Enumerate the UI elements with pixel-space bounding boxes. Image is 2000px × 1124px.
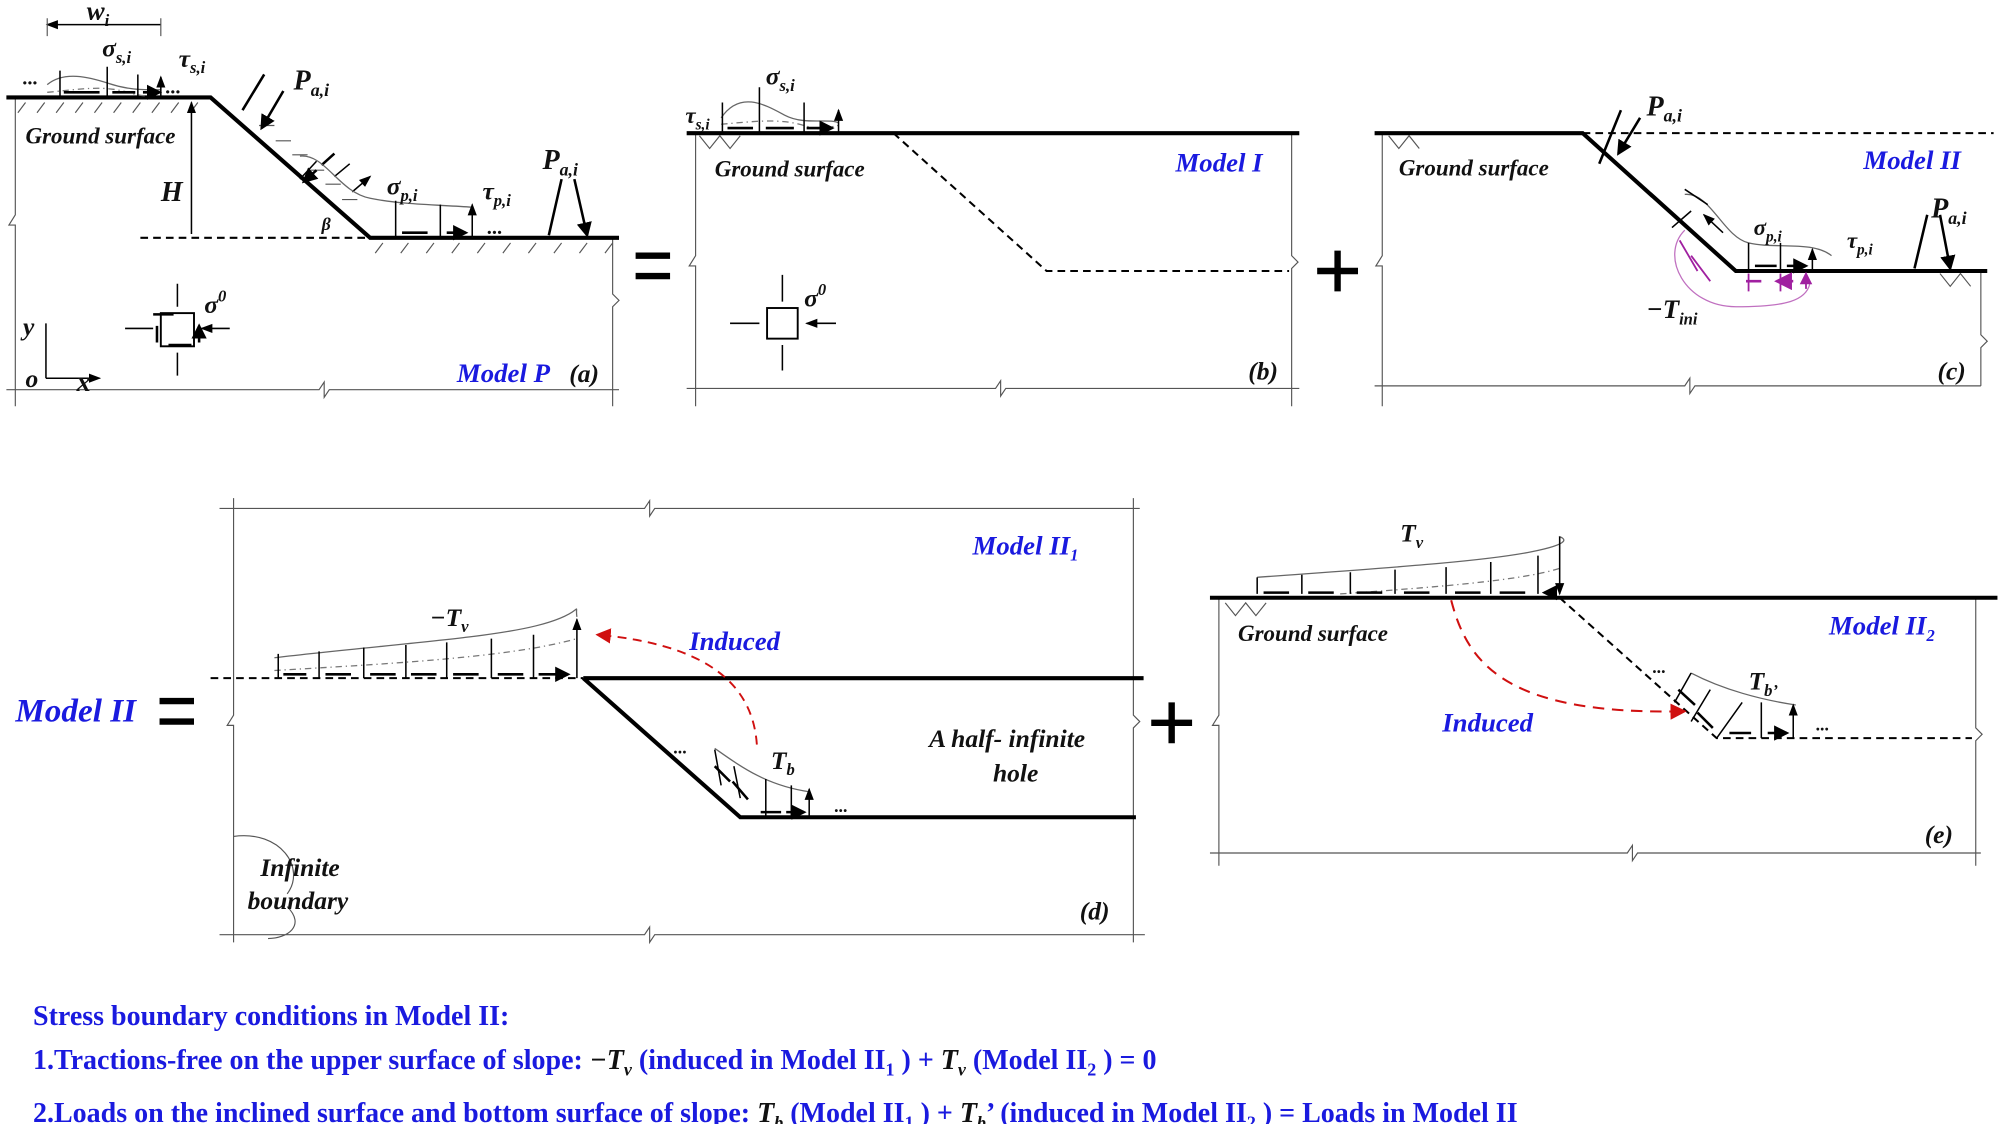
half-infinite-hole-label: hole — [993, 759, 1038, 788]
text: ) + — [894, 1045, 941, 1076]
model-ii-title: Model II — [1862, 145, 1962, 175]
ground-surface-label: Ground surface — [1399, 155, 1549, 180]
panel-c-model-ii: Pa,i Ground surface Model II σp,i τp,i P… — [1374, 91, 1994, 407]
subscript: b — [774, 1112, 784, 1124]
label-tau-p: τp,i — [1847, 228, 1874, 258]
subscript: 2 — [1246, 1112, 1256, 1124]
panel-e-model-ii2: Tv Ground surface Model II2 Tb’ Induced … — [1209, 519, 1998, 866]
label-p-a: Pa,i — [541, 145, 578, 179]
equals-sign — [159, 697, 195, 725]
label-tv: Tv — [1400, 519, 1424, 552]
infinite-boundary-label: boundary — [248, 886, 349, 915]
panel-a-model-p: wi σs,i τs,i ... ... Pa,i Pa,i Ground su… — [6, 0, 620, 407]
induced-label: Induced — [1441, 708, 1533, 738]
text: 2.Loads on the inclined surface and bott… — [33, 1097, 758, 1124]
label-sigma-s: σs,i — [102, 34, 131, 67]
infinite-boundary-label: Infinite — [259, 853, 339, 882]
notes-line-2: 2.Loads on the inclined surface and bott… — [33, 1092, 1518, 1124]
plus-sign — [1151, 702, 1193, 744]
panel-tag-d: (d) — [1080, 896, 1110, 925]
subscript: v — [623, 1059, 632, 1080]
label-tau-s: τs,i — [685, 103, 710, 133]
label-sigma-p: σp,i — [387, 171, 418, 204]
model-ii2-title: Model II2 — [1828, 611, 1935, 645]
label-beta: β — [321, 214, 332, 234]
label-p-a: Pa,i — [1930, 193, 1967, 227]
label-sigma0: σ0 — [204, 287, 226, 319]
panel-tag-e: (e) — [1925, 820, 1953, 849]
panel-tag-c: (c) — [1937, 356, 1965, 385]
symbol: T — [959, 1097, 977, 1124]
label-tau-p: τp,i — [482, 177, 511, 210]
label-p-a: Pa,i — [293, 66, 330, 100]
label-tau-s: τs,i — [179, 44, 206, 77]
label-tb: Tb — [771, 746, 795, 779]
label-neg-t-ini: −Tini — [1646, 294, 1697, 328]
label-p-a: Pa,i — [1645, 91, 1682, 125]
axis-x-label: x — [76, 367, 91, 398]
induced-label: Induced — [688, 626, 780, 656]
label-tb-prime: Tb’ — [1749, 667, 1778, 700]
text: (Model II — [965, 1045, 1088, 1076]
origin-label: o — [26, 364, 39, 393]
ellipsis: ... — [1816, 714, 1829, 734]
subscript: v — [957, 1059, 966, 1080]
model-ii-lhs-label: Model II — [14, 693, 137, 730]
notes-title: Stress boundary conditions in Model II: — [33, 1001, 510, 1032]
ellipsis: ... — [23, 68, 38, 90]
ellipsis: ... — [1653, 657, 1666, 677]
text: ) + — [913, 1097, 960, 1124]
panel-d-model-ii1: Model II1 −Tv Induced Tb ... ... A half-… — [210, 498, 1145, 945]
subscript: 1 — [904, 1112, 914, 1124]
text: ) = 0 — [1096, 1045, 1157, 1076]
axis-y-label: y — [20, 312, 35, 341]
text: ’ (induced in Model II — [985, 1097, 1247, 1124]
symbol: T — [757, 1097, 775, 1124]
text: (Model II — [783, 1097, 905, 1124]
text: 1.Tractions-free on the upper surface of… — [33, 1045, 590, 1076]
panel-tag-b: (b) — [1248, 356, 1278, 385]
label-neg-tv: −Tv — [430, 603, 469, 636]
subscript: b — [976, 1112, 986, 1124]
symbol: −T — [589, 1045, 624, 1076]
symbol: T — [940, 1045, 958, 1076]
equals-sign — [635, 252, 671, 280]
text: ) = Loads in Model II — [1255, 1097, 1518, 1124]
label-sigma-p: σp,i — [1754, 215, 1783, 245]
model-i-title: Model I — [1174, 147, 1264, 177]
boundary-conditions-notes: Stress boundary conditions in Model II: … — [33, 995, 1518, 1124]
text: (induced in Model II — [631, 1045, 886, 1076]
panel-tag-a: (a) — [569, 359, 599, 388]
notes-line-1: 1.Tractions-free on the upper surface of… — [33, 1039, 1518, 1092]
model-p-title: Model P — [456, 358, 551, 388]
model-ii1-title: Model II1 — [972, 530, 1079, 564]
label-sigma-s: σs,i — [766, 62, 795, 95]
label-sigma0: σ0 — [804, 280, 826, 312]
ground-surface-label: Ground surface — [715, 157, 865, 182]
label-h: H — [160, 177, 184, 208]
ellipsis: ... — [674, 737, 687, 757]
ellipsis: ... — [835, 796, 848, 816]
ground-surface-label: Ground surface — [1238, 621, 1388, 646]
label-w: wi — [87, 0, 110, 30]
ellipsis: ... — [166, 77, 181, 99]
ellipsis: ... — [488, 217, 503, 239]
panel-b-model-i: τs,i σs,i Ground surface Model I σ0 (b) — [685, 62, 1300, 407]
subscript: 1 — [885, 1059, 895, 1080]
subscript: 2 — [1087, 1059, 1097, 1080]
half-infinite-hole-label: A half- infinite — [927, 724, 1085, 753]
ground-surface-label: Ground surface — [26, 123, 176, 148]
plus-sign — [1317, 250, 1359, 292]
